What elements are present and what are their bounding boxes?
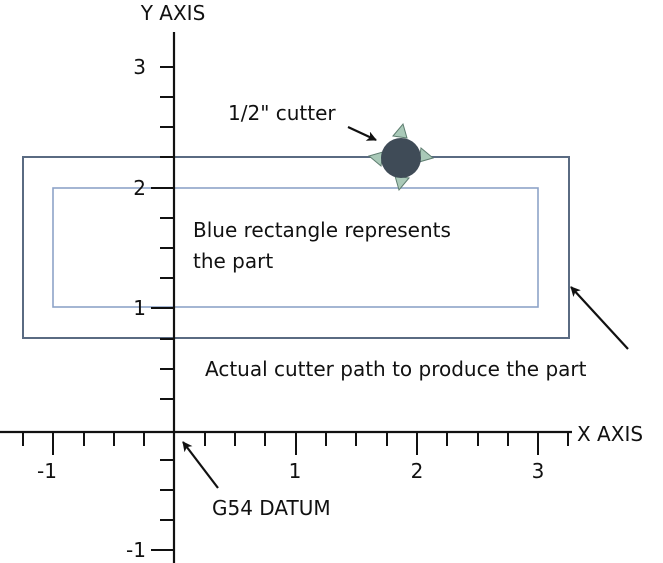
y-axis: 3 2 1 -1 Y AXIS (126, 1, 205, 563)
y-tick-label: -1 (126, 538, 146, 562)
y-axis-ticks (151, 66, 174, 551)
y-tick-label: 3 (133, 55, 146, 79)
part-rectangle (52, 187, 539, 308)
cutter-path-arrow (570, 286, 629, 350)
cutter-path-label: Actual cutter path to produce the part (205, 357, 587, 381)
cutter-path-rectangle (22, 156, 570, 339)
x-axis-ticks (22, 432, 569, 455)
y-axis-label: Y AXIS (140, 1, 206, 25)
x-axis: -1 1 2 3 X AXIS (0, 422, 643, 483)
part-label-line1: Blue rectangle represents (193, 218, 451, 242)
y-tick-label: 2 (133, 176, 146, 200)
x-tick-label: 2 (411, 459, 424, 483)
datum-label: G54 DATUM (212, 496, 331, 520)
x-tick-label: 3 (532, 459, 545, 483)
y-tick-label: 1 (133, 296, 146, 320)
datum-arrow (182, 441, 219, 489)
x-tick-label: 1 (289, 459, 302, 483)
x-tick-label: -1 (37, 459, 57, 483)
cutter-label: 1/2" cutter (228, 101, 336, 125)
cutter-arrow (347, 126, 377, 141)
cutter-icon (367, 122, 435, 192)
x-axis-label: X AXIS (577, 422, 643, 446)
part-label-line2: the part (193, 249, 273, 273)
